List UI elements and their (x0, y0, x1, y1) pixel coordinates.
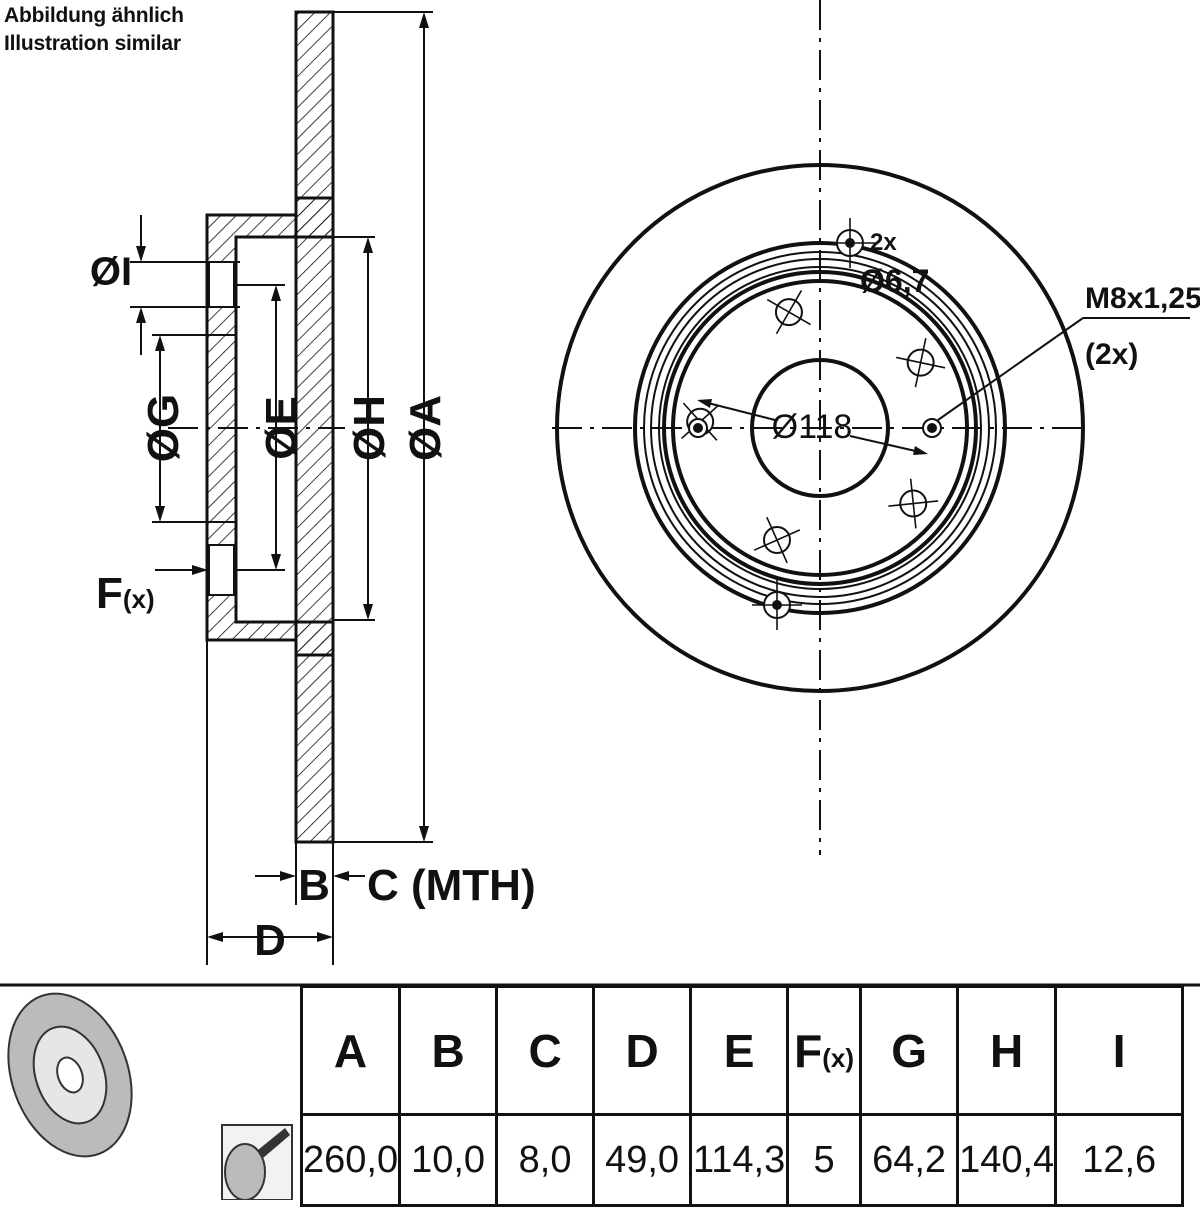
label-D: D (254, 916, 286, 965)
fixing-hole (752, 580, 802, 630)
spec-value-F: 5 (786, 1113, 863, 1207)
threaded-hole (922, 418, 942, 438)
spec-header-F: F(x) (786, 985, 863, 1116)
label-B: B (298, 861, 330, 910)
spec-table: A B C D E F(x) G H I 260,0 10,0 8,0 49,0… (299, 985, 1185, 1207)
wheel-bolt-hole (753, 516, 801, 564)
spec-value-E: 114,3 (689, 1113, 790, 1207)
disc-outer-edge (555, 163, 1085, 693)
disc-thumbnail-icon (7, 992, 133, 1158)
spec-header-E: E (689, 985, 790, 1116)
spec-value-D: 49,0 (592, 1113, 693, 1207)
fixing-holes (752, 218, 875, 630)
label-F-suffix: (x) (123, 584, 155, 614)
spec-value-H: 140,4 (956, 1113, 1058, 1207)
label-thread-spec: M8x1,25 (1085, 282, 1200, 315)
front-view: Ø118 2x Ø6,7 M8x1,25 (2x) (552, 0, 1200, 855)
spec-value-C: 8,0 (495, 1113, 596, 1207)
threaded-hole (688, 418, 708, 438)
mth-gauge-icon (221, 1124, 293, 1200)
spec-header-I: I (1054, 985, 1185, 1116)
spec-header-C: C (495, 985, 596, 1116)
label-dia-G: ØG (139, 394, 188, 462)
label-dia-A: ØA (401, 395, 450, 461)
label-thread-count: (2x) (1085, 338, 1138, 371)
fixing-hole (825, 218, 875, 268)
threaded-holes (688, 418, 942, 438)
spec-header-row: A B C D E F(x) G H I (299, 985, 1185, 1116)
spec-header-A: A (299, 985, 402, 1116)
spec-header-F-suffix: (x) (822, 1042, 855, 1073)
label-dia-E: ØE (257, 396, 306, 460)
wheel-bolt-hole (896, 338, 946, 388)
label-dia-I: ØI (90, 250, 132, 294)
spec-value-I: 12,6 (1054, 1113, 1185, 1207)
spec-header-G: G (859, 985, 960, 1116)
center-bore (750, 358, 890, 498)
hat-outer-edge (633, 241, 1007, 615)
wheel-bolt-hole (888, 478, 939, 529)
wheel-bolt-hole (766, 290, 811, 335)
label-hole-diameter: Ø6,7 (860, 263, 929, 299)
spec-value-row: 260,0 10,0 8,0 49,0 114,3 5 64,2 140,4 1… (299, 1113, 1185, 1207)
label-dia-H: ØH (345, 395, 394, 461)
note-illustration-en: Illustration similar (4, 32, 181, 55)
fixing-hole-section (208, 544, 235, 596)
spec-header-F-letter: F (794, 1024, 823, 1077)
label-hole-count: 2x (870, 229, 897, 256)
spec-value-B: 10,0 (398, 1113, 499, 1207)
wheel-bolt-hole-section (208, 261, 235, 308)
note-illustration-de: Abbildung ähnlich (4, 4, 184, 27)
label-F-letter: F (96, 569, 123, 618)
label-pcd: Ø118 (772, 408, 853, 446)
spec-value-G: 64,2 (859, 1113, 960, 1207)
spec-value-A: 260,0 (299, 1113, 402, 1207)
side-section-view: ØI ØG ØE ØH ØA F(x) B C (MTH) D (90, 10, 536, 965)
spec-header-H: H (956, 985, 1058, 1116)
label-F: F(x) (96, 569, 155, 618)
spec-header-B: B (398, 985, 499, 1116)
label-C-mth: C (MTH) (367, 861, 536, 910)
spec-header-D: D (592, 985, 693, 1116)
